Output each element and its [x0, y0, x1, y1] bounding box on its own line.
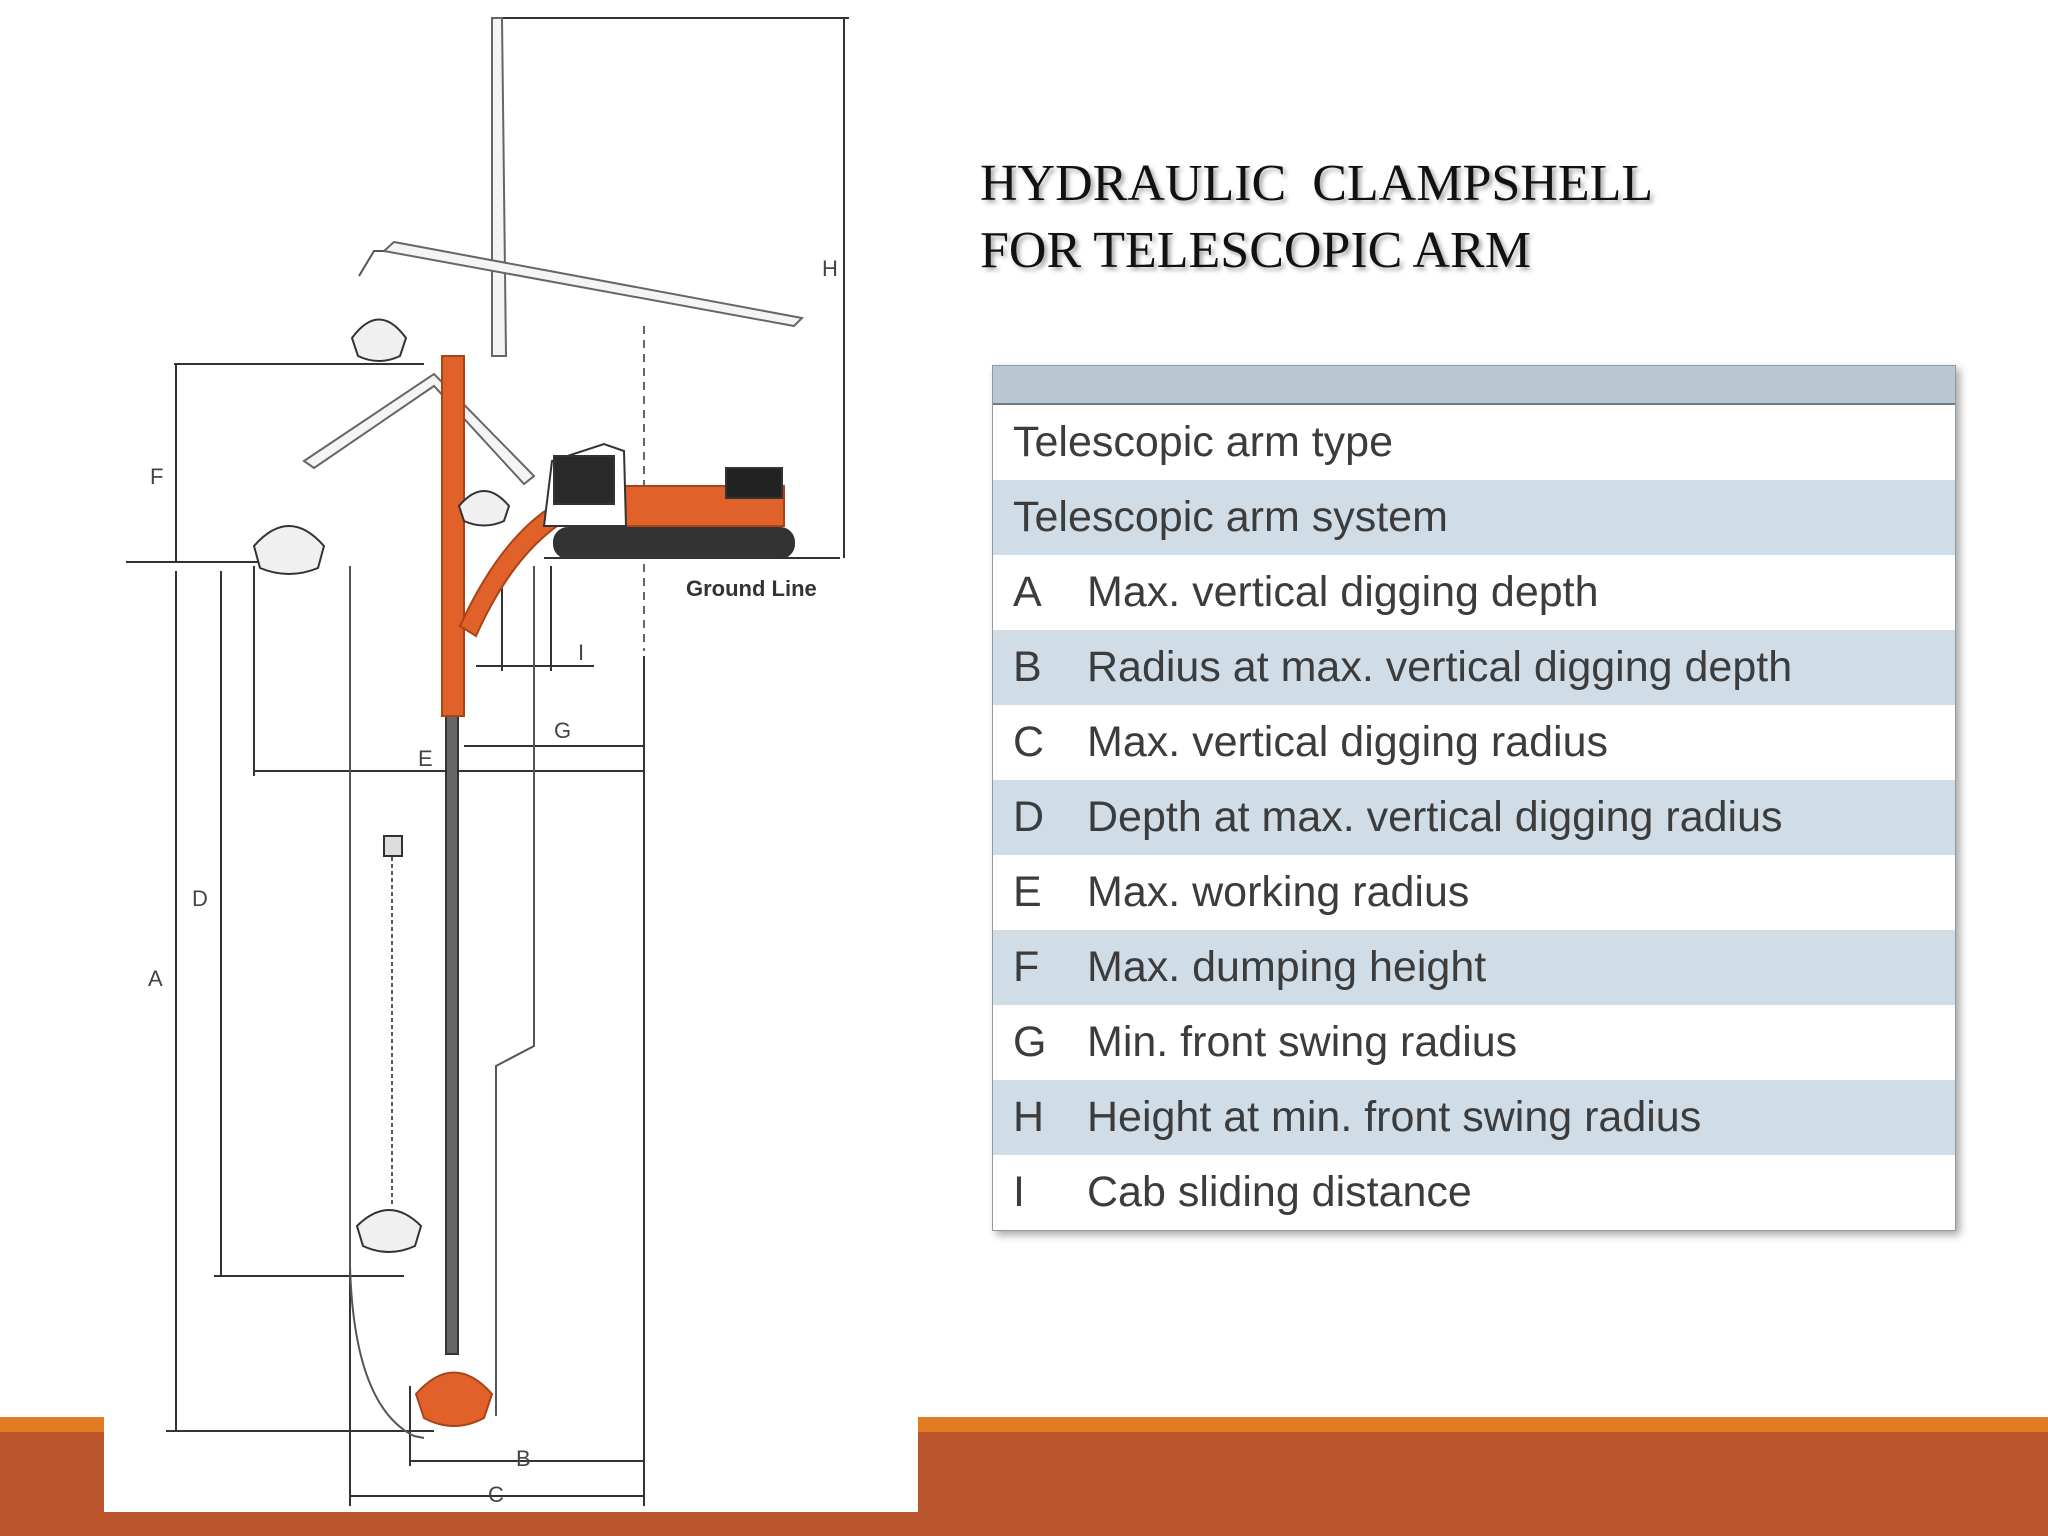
table-row: D Depth at max. vertical digging radius [993, 780, 1955, 855]
dim-label-f: F [150, 464, 163, 489]
title-line-2: FOR TELESCOPIC ARM [980, 222, 1531, 279]
slide-title: HYDRAULIC CLAMPSHELL FOR TELESCOPIC ARM [980, 150, 1653, 284]
table-row: E Max. working radius [993, 855, 1955, 930]
row-code: F [1013, 943, 1040, 991]
row-code: B [1013, 643, 1042, 691]
ground-line-label: Ground Line [686, 576, 817, 601]
clamshell-top-icon [350, 318, 408, 362]
table-row: F Max. dumping height [993, 930, 1955, 1005]
dim-label-c: C [488, 1482, 504, 1507]
row-label: Max. vertical digging depth [1087, 568, 1599, 616]
row-code: I [1013, 1168, 1025, 1216]
row-code: A [1013, 568, 1042, 616]
row-code: D [1013, 793, 1045, 841]
table-row: I Cab sliding distance [993, 1155, 1955, 1230]
row-label: Radius at max. vertical digging depth [1087, 643, 1793, 691]
spec-table-header [993, 366, 1955, 405]
table-row: A Max. vertical digging depth [993, 555, 1955, 630]
spec-table: Telescopic arm type Telescopic arm syste… [992, 365, 1956, 1231]
table-row: C Max. vertical digging radius [993, 705, 1955, 780]
title-line-1: HYDRAULIC CLAMPSHELL [980, 155, 1654, 212]
row-label: Min. front swing radius [1087, 1018, 1518, 1066]
row-label: Telescopic arm system [1013, 493, 1448, 541]
row-code: G [1013, 1018, 1047, 1066]
row-label: Height at min. front swing radius [1087, 1093, 1702, 1141]
row-label: Cab sliding distance [1087, 1168, 1472, 1216]
dim-label-i: I [578, 640, 584, 665]
dim-label-a: A [148, 966, 163, 991]
clamshell-left-icon [252, 525, 326, 575]
table-row: Telescopic arm type [993, 405, 1955, 480]
dim-label-b: B [516, 1446, 531, 1471]
table-row: Telescopic arm system [993, 480, 1955, 555]
row-label: Max. dumping height [1087, 943, 1487, 991]
dim-label-d: D [192, 886, 208, 911]
row-code: H [1013, 1093, 1045, 1141]
row-label: Max. vertical digging radius [1087, 718, 1609, 766]
row-label: Telescopic arm type [1013, 418, 1393, 466]
clamshell-bottom-icon [414, 1371, 494, 1427]
clamshell-mid-icon [355, 1209, 423, 1253]
row-code: E [1013, 868, 1042, 916]
table-row: G Min. front swing radius [993, 1005, 1955, 1080]
row-code: C [1013, 718, 1045, 766]
table-row: H Height at min. front swing radius [993, 1080, 1955, 1155]
excavator-diagram: Ground Line H F D A E G I B C [104, 6, 918, 1512]
row-label: Max. working radius [1087, 868, 1470, 916]
dim-label-e: E [418, 746, 433, 771]
row-label: Depth at max. vertical digging radius [1087, 793, 1783, 841]
table-row: B Radius at max. vertical digging depth [993, 630, 1955, 705]
dim-label-g: G [554, 718, 571, 743]
clamshell-center-icon [457, 490, 511, 527]
dim-label-h: H [822, 256, 838, 281]
